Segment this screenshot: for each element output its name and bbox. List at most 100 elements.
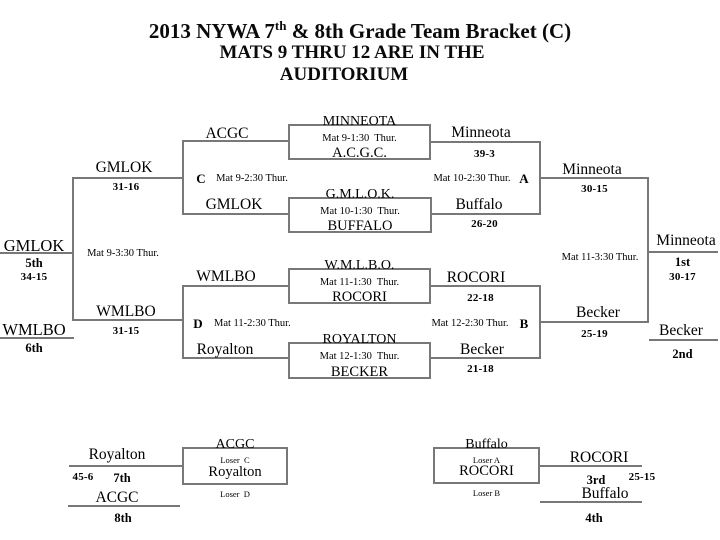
match-4-top-team: ROYALTON xyxy=(322,332,397,347)
match-1-time: Mat 9-1:30 Thur. xyxy=(322,133,397,144)
seventh-eighth-top-label: Loser C xyxy=(220,455,250,465)
second-place-label: 2nd xyxy=(672,347,693,361)
semi-b-time: Mat 12-2:30 Thur. xyxy=(431,318,509,329)
line-fifth-place-vertical xyxy=(72,177,74,321)
third-fourth-bottom-team: ROCORI xyxy=(459,463,514,479)
seventh-place-team: Royalton xyxy=(88,446,146,463)
final-time: Mat 11-3:30 Thur. xyxy=(561,252,639,263)
semi-a-bottom-team: Buffalo xyxy=(455,196,503,213)
sixth-place-team: WMLBO xyxy=(2,320,66,339)
match-3-bottom-team: ROCORI xyxy=(332,289,387,305)
line-match-c-bottom xyxy=(182,213,290,215)
eighth-place-label: 8th xyxy=(114,511,132,525)
line-second-place xyxy=(649,339,718,341)
semi-a-label: A xyxy=(519,171,529,186)
semi-b-winner: Becker xyxy=(576,304,620,321)
line-fourth-place xyxy=(540,501,642,503)
semi-b-winner-score: 25-19 xyxy=(581,328,608,340)
match-c-time: Mat 9-2:30 Thur. xyxy=(216,173,288,184)
third-place-team: ROCORI xyxy=(569,449,629,466)
match-d-top-team: WMLBO xyxy=(196,268,256,285)
match-4-time: Mat 12-1:30 Thur. xyxy=(319,351,400,362)
seventh-place-label: 7th xyxy=(113,471,131,485)
sixth-place-label: 6th xyxy=(25,341,43,355)
match-4-bottom-team: BECKER xyxy=(330,364,389,380)
seventh-eighth-top-team: ACGC xyxy=(215,437,255,452)
semi-b-top-team: ROCORI xyxy=(446,269,506,286)
match-1-bottom-team: A.C.G.C. xyxy=(332,145,387,161)
line-semi-b-winner xyxy=(539,321,649,323)
line-match-d-winner xyxy=(72,319,184,321)
match-c-winner-score: 31-16 xyxy=(112,181,140,193)
fourth-place-team: Buffalo xyxy=(581,485,629,502)
line-semi-a-bottom xyxy=(431,213,541,215)
line-match-c-top xyxy=(182,140,290,142)
match-3-top-team: W.M.L.B.O. xyxy=(324,258,395,273)
line-sixth-place xyxy=(0,337,74,339)
match-1-top-team: MINNEOTA xyxy=(322,114,397,129)
semi-b-bottom-team: Becker xyxy=(460,341,504,358)
match-2-bottom-team: BUFFALO xyxy=(327,218,393,234)
semi-a-top-team: Minneota xyxy=(451,124,511,141)
third-fourth-top-team: Buffalo xyxy=(465,437,508,452)
fifth-place-label: 5th xyxy=(25,256,43,270)
line-fifth-place xyxy=(0,252,74,254)
fifth-place-team: GMLOK xyxy=(3,236,65,255)
title-suffix: & 8th Grade Team Bracket (C) xyxy=(286,19,572,43)
third-place-score: 25-15 xyxy=(628,471,656,483)
seventh-eighth-bottom-team: Royalton xyxy=(208,464,262,480)
semi-a-winner: Minneota xyxy=(562,161,622,178)
match-c-winner: GMLOK xyxy=(95,159,153,176)
fifth-place-time: Mat 9-3:30 Thur. xyxy=(87,248,159,259)
semi-a-top-score: 39-3 xyxy=(474,148,495,160)
third-fourth-bottom-label: Loser B xyxy=(472,488,501,498)
match-box-1: MINNEOTA Mat 9-1:30 Thur. A.C.G.C. xyxy=(288,114,431,161)
line-eighth-place xyxy=(68,505,180,507)
line-match-d-bottom xyxy=(182,357,290,359)
semi-a-winner-score: 30-15 xyxy=(581,183,608,195)
seventh-eighth-bottom-label: Loser D xyxy=(220,489,250,499)
fifth-place-score: 34-15 xyxy=(20,271,48,283)
line-match-d-vertical xyxy=(182,285,184,359)
line-match-d-top xyxy=(182,285,290,287)
match-c-top-team: ACGC xyxy=(205,125,249,142)
seventh-place-score: 45-6 xyxy=(72,471,94,483)
slide-subtitle-line1: MATS 9 THRU 12 ARE IN THE xyxy=(219,42,485,63)
runner-up-team: Becker xyxy=(659,322,703,339)
semi-b-label: B xyxy=(519,316,529,331)
semi-b-bottom-score: 21-18 xyxy=(467,363,494,375)
fourth-place-label: 4th xyxy=(585,511,603,525)
match-d-winner: WMLBO xyxy=(96,303,156,320)
match-d-bottom-team: Royalton xyxy=(196,341,254,358)
title-superscript: th xyxy=(274,18,287,33)
slide-title: 2013 NYWA 7th & 8th Grade Team Bracket (… xyxy=(0,18,720,44)
line-semi-b-bottom xyxy=(431,357,541,359)
third-fourth-box: Buffalo Loser A ROCORI Loser B xyxy=(433,437,540,498)
line-semi-a-top xyxy=(431,141,541,143)
third-place-label: 3rd xyxy=(586,473,606,487)
third-fourth-top-label: Loser A xyxy=(472,455,501,465)
match-d-time: Mat 11-2:30 Thur. xyxy=(214,318,291,329)
match-2-time: Mat 10-1:30 Thur. xyxy=(320,206,400,217)
line-first-place xyxy=(647,251,718,253)
line-third-place xyxy=(540,465,642,467)
eighth-place-team: ACGC xyxy=(95,489,139,506)
semi-a-bottom-score: 26-20 xyxy=(471,218,498,230)
match-3-time: Mat 11-1:30 Thur. xyxy=(319,277,400,288)
line-semi-a-winner xyxy=(539,177,649,179)
match-d-label: D xyxy=(193,316,203,331)
seventh-eighth-box: ACGC Loser C Royalton Loser D xyxy=(182,437,288,499)
match-box-2: G.M.L.O.K. Mat 10-1:30 Thur. BUFFALO xyxy=(288,187,432,234)
match-d-winner-score: 31-15 xyxy=(112,325,140,337)
champion-score: 30-17 xyxy=(669,271,696,283)
title-prefix: 2013 NYWA 7 xyxy=(148,19,275,43)
slide-subtitle-line2: AUDITORIUM xyxy=(279,64,409,85)
match-c-label: C xyxy=(196,171,206,186)
champion-team: Minneota xyxy=(656,232,716,249)
semi-b-top-score: 22-18 xyxy=(467,292,494,304)
semi-a-time: Mat 10-2:30 Thur. xyxy=(433,173,511,184)
line-final-vertical xyxy=(647,177,649,323)
match-box-3: W.M.L.B.O. Mat 11-1:30 Thur. ROCORI xyxy=(288,258,431,305)
match-2-top-team: G.M.L.O.K. xyxy=(325,187,395,202)
